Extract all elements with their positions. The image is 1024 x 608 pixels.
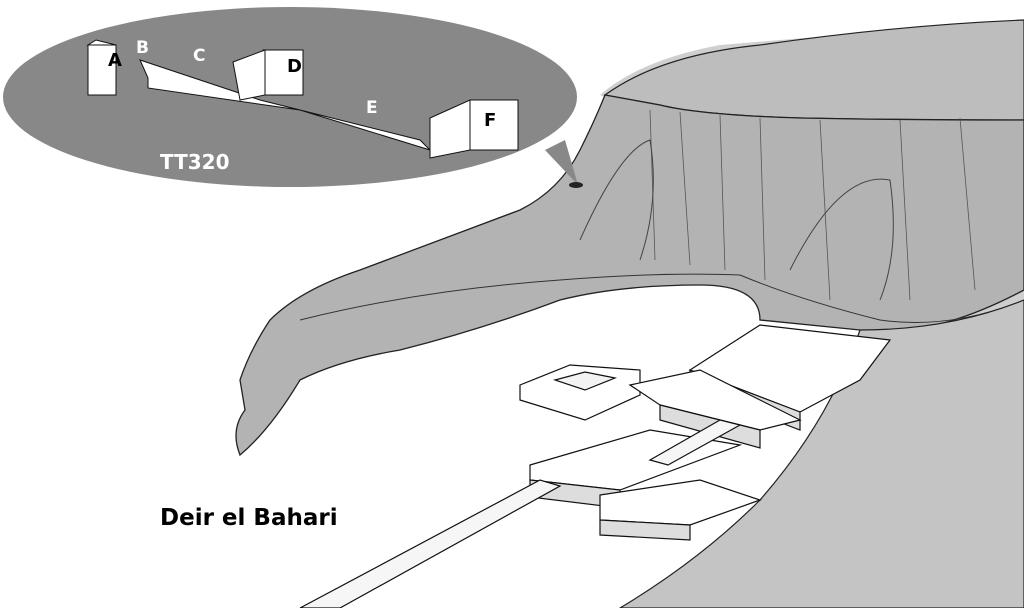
- cliff-top: [603, 19, 1024, 121]
- chamber-label-c: C: [193, 46, 206, 66]
- inset-ellipse: [3, 7, 577, 187]
- right-slope: [618, 299, 1024, 608]
- chamber-label-b: B: [136, 38, 149, 58]
- tomb-label: TT320: [160, 150, 230, 174]
- tomb-entrance: [569, 182, 583, 188]
- temple: [299, 324, 892, 608]
- cliff-face-lines: [649, 109, 976, 301]
- inset-pointer: [545, 140, 578, 185]
- cliff-lower-ridge: [299, 273, 1024, 323]
- chamber-label-a: A: [108, 50, 122, 71]
- chamber-label-f: F: [484, 110, 497, 131]
- tomb-plan: [86, 39, 519, 159]
- chamber-label-e: E: [366, 98, 378, 118]
- chamber-label-d: D: [287, 56, 302, 77]
- site-label: Deir el Bahari: [160, 505, 338, 531]
